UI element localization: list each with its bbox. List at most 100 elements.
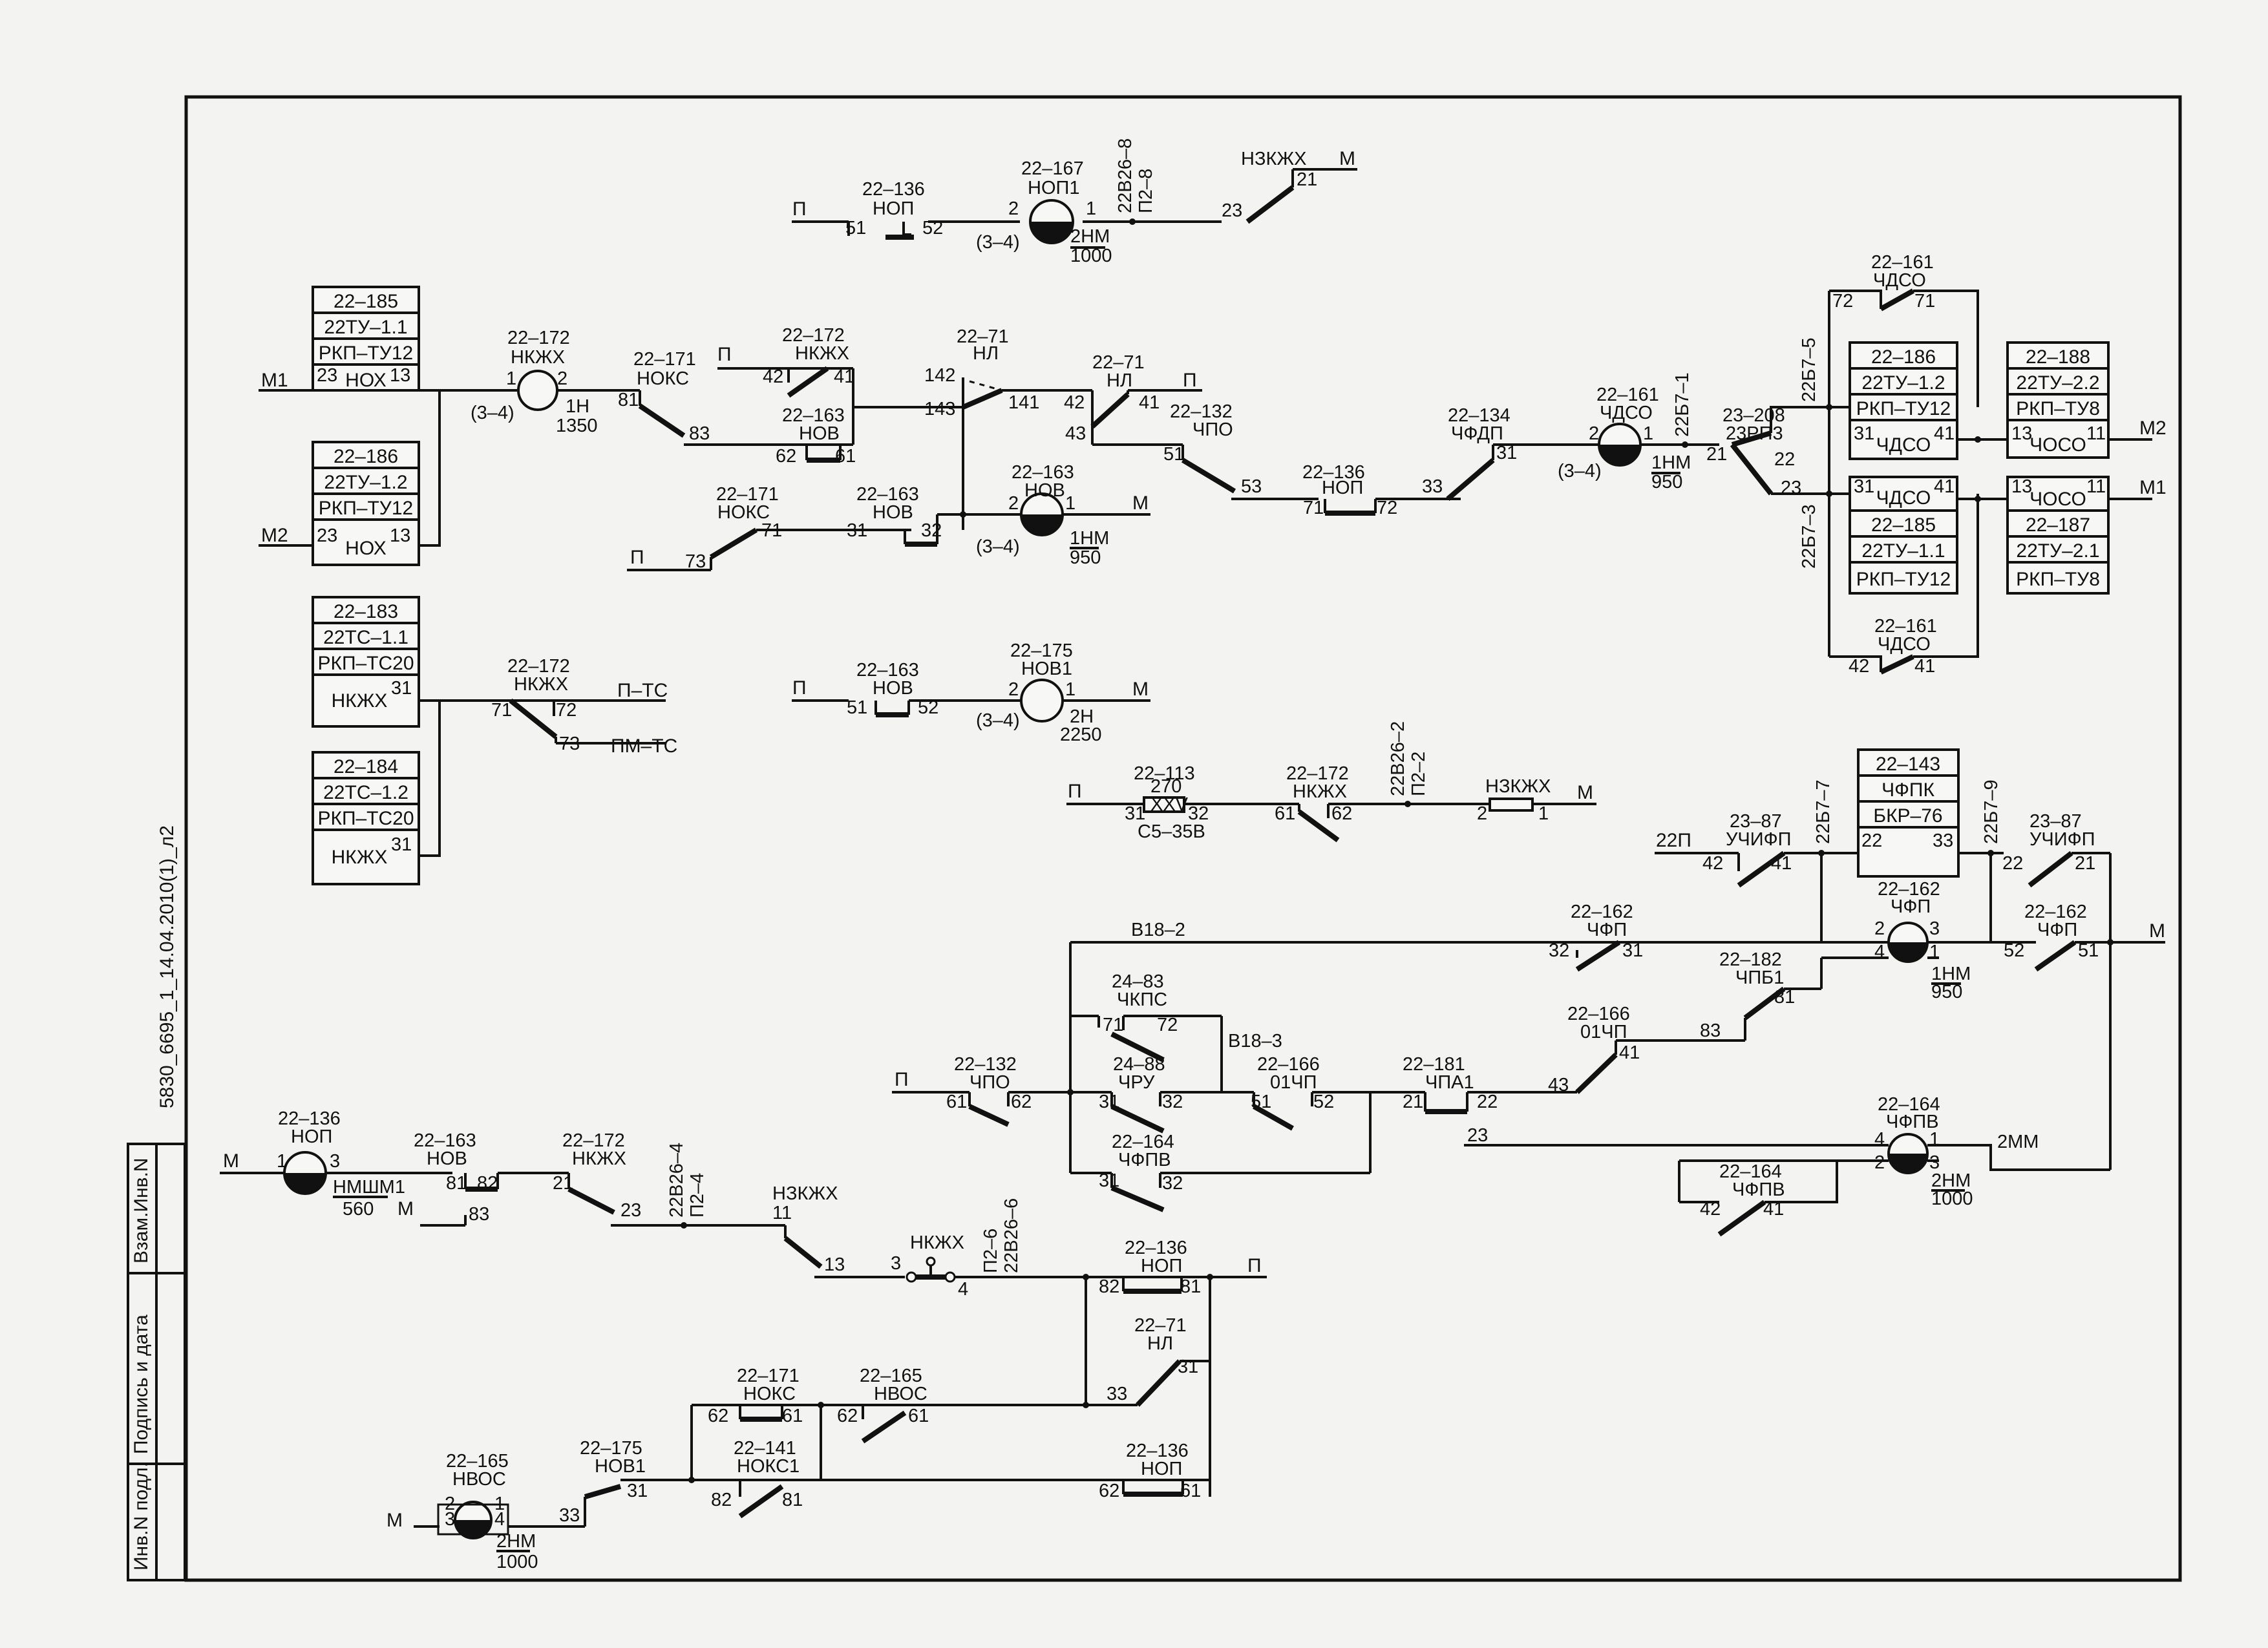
svg-text:43: 43 bbox=[1065, 423, 1086, 444]
svg-text:М2: М2 bbox=[261, 525, 288, 546]
switch-nl-142: 22–71 НЛ 142 143 141 42 41 22–71 НЛ П 43 bbox=[924, 326, 1202, 530]
svg-text:81: 81 bbox=[1180, 1276, 1201, 1297]
svg-text:41: 41 bbox=[1139, 392, 1160, 413]
svg-text:51: 51 bbox=[2078, 940, 2099, 961]
svg-text:32: 32 bbox=[1162, 1092, 1183, 1112]
svg-text:31: 31 bbox=[1125, 803, 1145, 824]
svg-text:УЧИФП: УЧИФП bbox=[1726, 829, 1792, 850]
svg-text:РКП–ТС20: РКП–ТС20 bbox=[317, 653, 414, 674]
svg-text:81: 81 bbox=[446, 1173, 467, 1194]
svg-text:ЧДСО: ЧДСО bbox=[1876, 434, 1931, 456]
svg-text:24–88: 24–88 bbox=[1113, 1054, 1165, 1075]
svg-text:62: 62 bbox=[708, 1406, 728, 1426]
svg-text:22: 22 bbox=[2002, 853, 2023, 874]
svg-text:61: 61 bbox=[908, 1406, 929, 1426]
svg-text:22–163: 22–163 bbox=[856, 484, 919, 505]
svg-text:31: 31 bbox=[847, 520, 867, 541]
svg-text:22–161: 22–161 bbox=[1871, 252, 1934, 273]
svg-text:42: 42 bbox=[1064, 392, 1085, 413]
svg-text:22–71: 22–71 bbox=[1134, 1315, 1187, 1336]
circuit-nkzhh-ts: 22–172 НКЖХ 71 73 ПМ–ТС 72 П–ТС bbox=[440, 656, 677, 757]
svg-text:3: 3 bbox=[1929, 1152, 1940, 1173]
svg-text:РКП–ТУ12: РКП–ТУ12 bbox=[1856, 569, 1951, 590]
svg-text:22–182: 22–182 bbox=[1719, 949, 1782, 970]
svg-text:23: 23 bbox=[317, 365, 337, 386]
svg-text:РКП–ТУ8: РКП–ТУ8 bbox=[2016, 398, 2100, 419]
svg-text:ЧРУ: ЧРУ bbox=[1118, 1072, 1155, 1093]
svg-text:1000: 1000 bbox=[1070, 246, 1112, 266]
svg-text:НОП: НОП bbox=[1322, 478, 1363, 498]
svg-text:22–141: 22–141 bbox=[734, 1438, 796, 1459]
circuit-nkzhh-1h: 1 2 22–172 НКЖХ (3–4) 1Н 1350 22–171 НОК… bbox=[440, 325, 963, 467]
svg-text:31: 31 bbox=[1622, 940, 1643, 961]
svg-text:2: 2 bbox=[445, 1494, 455, 1514]
svg-text:41: 41 bbox=[1934, 423, 1955, 444]
svg-text:УЧИФП: УЧИФП bbox=[2030, 829, 2095, 850]
box-k5: 22–186 22ТУ–1.2 РКП–ТУ12 ЧДСО 31 41 bbox=[1849, 341, 1958, 460]
svg-text:1: 1 bbox=[1086, 198, 1096, 219]
svg-text:РКП–ТУ12: РКП–ТУ12 bbox=[1856, 398, 1951, 419]
svg-text:31: 31 bbox=[391, 834, 412, 855]
svg-text:41: 41 bbox=[1771, 853, 1792, 874]
rail-m2: М2 bbox=[2139, 417, 2167, 439]
svg-text:22–171: 22–171 bbox=[737, 1366, 800, 1386]
svg-text:22ТС–1.1: 22ТС–1.1 bbox=[323, 627, 408, 648]
svg-text:21: 21 bbox=[2075, 853, 2095, 874]
svg-text:НОХ: НОХ bbox=[345, 370, 387, 391]
svg-text:НВОС: НВОС bbox=[452, 1469, 506, 1490]
svg-text:2250: 2250 bbox=[1060, 724, 1102, 745]
svg-text:82: 82 bbox=[477, 1173, 498, 1194]
svg-text:НЗКЖХ: НЗКЖХ bbox=[1485, 776, 1551, 797]
svg-text:НОП: НОП bbox=[291, 1126, 332, 1147]
svg-text:4: 4 bbox=[494, 1509, 505, 1530]
svg-text:НОП1: НОП1 bbox=[1028, 178, 1079, 198]
svg-text:01ЧП: 01ЧП bbox=[1270, 1072, 1317, 1093]
svg-text:(3–4): (3–4) bbox=[976, 536, 1020, 557]
svg-text:2НМ: 2НМ bbox=[1070, 226, 1110, 247]
svg-text:22–171: 22–171 bbox=[716, 484, 779, 505]
circuit-chdso: 22–132 ЧПО 51 53 22–136 НОП 71 72 33 31 … bbox=[1163, 291, 1850, 657]
svg-text:82: 82 bbox=[1099, 1276, 1119, 1297]
svg-text:32: 32 bbox=[1549, 940, 1569, 961]
svg-text:71: 71 bbox=[1303, 498, 1324, 518]
svg-text:ЧПО: ЧПО bbox=[970, 1072, 1010, 1093]
circuit-chfp: 22П 42 41 23–87 УЧИФП 22Б7–7 22Б7–9 22 2… bbox=[1070, 779, 2165, 1237]
svg-text:НОВ: НОВ bbox=[1024, 480, 1065, 501]
svg-text:НОКС: НОКС bbox=[717, 502, 770, 523]
svg-text:П: П bbox=[1068, 781, 1082, 802]
svg-text:270: 270 bbox=[1150, 776, 1182, 797]
svg-text:22: 22 bbox=[1477, 1092, 1498, 1112]
svg-text:52: 52 bbox=[2004, 940, 2024, 961]
svg-text:32: 32 bbox=[921, 520, 942, 541]
svg-text:21: 21 bbox=[1297, 169, 1317, 190]
svg-text:23: 23 bbox=[1467, 1125, 1488, 1146]
svg-text:НОКС: НОКС bbox=[743, 1384, 796, 1404]
svg-text:11: 11 bbox=[772, 1203, 792, 1223]
motor-1h bbox=[517, 370, 558, 411]
svg-text:НЛ: НЛ bbox=[1107, 370, 1132, 391]
svg-text:22–161: 22–161 bbox=[1874, 616, 1937, 637]
svg-text:22–175: 22–175 bbox=[580, 1438, 642, 1459]
svg-text:22Б7–1: 22Б7–1 bbox=[1672, 372, 1693, 437]
svg-text:23–87: 23–87 bbox=[1730, 811, 1782, 832]
svg-text:1: 1 bbox=[1065, 679, 1076, 700]
svg-text:22–164: 22–164 bbox=[1878, 1094, 1940, 1115]
svg-text:НКЖХ: НКЖХ bbox=[910, 1232, 964, 1253]
svg-text:143: 143 bbox=[924, 399, 955, 419]
rail-m1: М1 bbox=[2139, 477, 2167, 498]
svg-text:560: 560 bbox=[343, 1199, 374, 1220]
svg-text:22–162: 22–162 bbox=[1571, 902, 1633, 922]
svg-text:В18–2: В18–2 bbox=[1131, 920, 1185, 940]
svg-text:ЧФП: ЧФП bbox=[1891, 896, 1931, 917]
svg-text:42: 42 bbox=[763, 366, 783, 387]
svg-text:РКП–ТС20: РКП–ТС20 bbox=[317, 808, 414, 829]
svg-text:1000: 1000 bbox=[496, 1552, 538, 1572]
svg-text:22–172: 22–172 bbox=[782, 325, 845, 346]
svg-text:62: 62 bbox=[1331, 803, 1352, 824]
svg-text:П: П bbox=[1183, 370, 1197, 391]
svg-text:М: М bbox=[223, 1150, 239, 1172]
svg-text:НКЖХ: НКЖХ bbox=[572, 1148, 626, 1169]
svg-text:НВОС: НВОС bbox=[874, 1384, 927, 1404]
contact-chdso-41: 22–161 ЧДСО 42 41 bbox=[1829, 494, 1979, 677]
svg-text:61: 61 bbox=[835, 446, 856, 467]
